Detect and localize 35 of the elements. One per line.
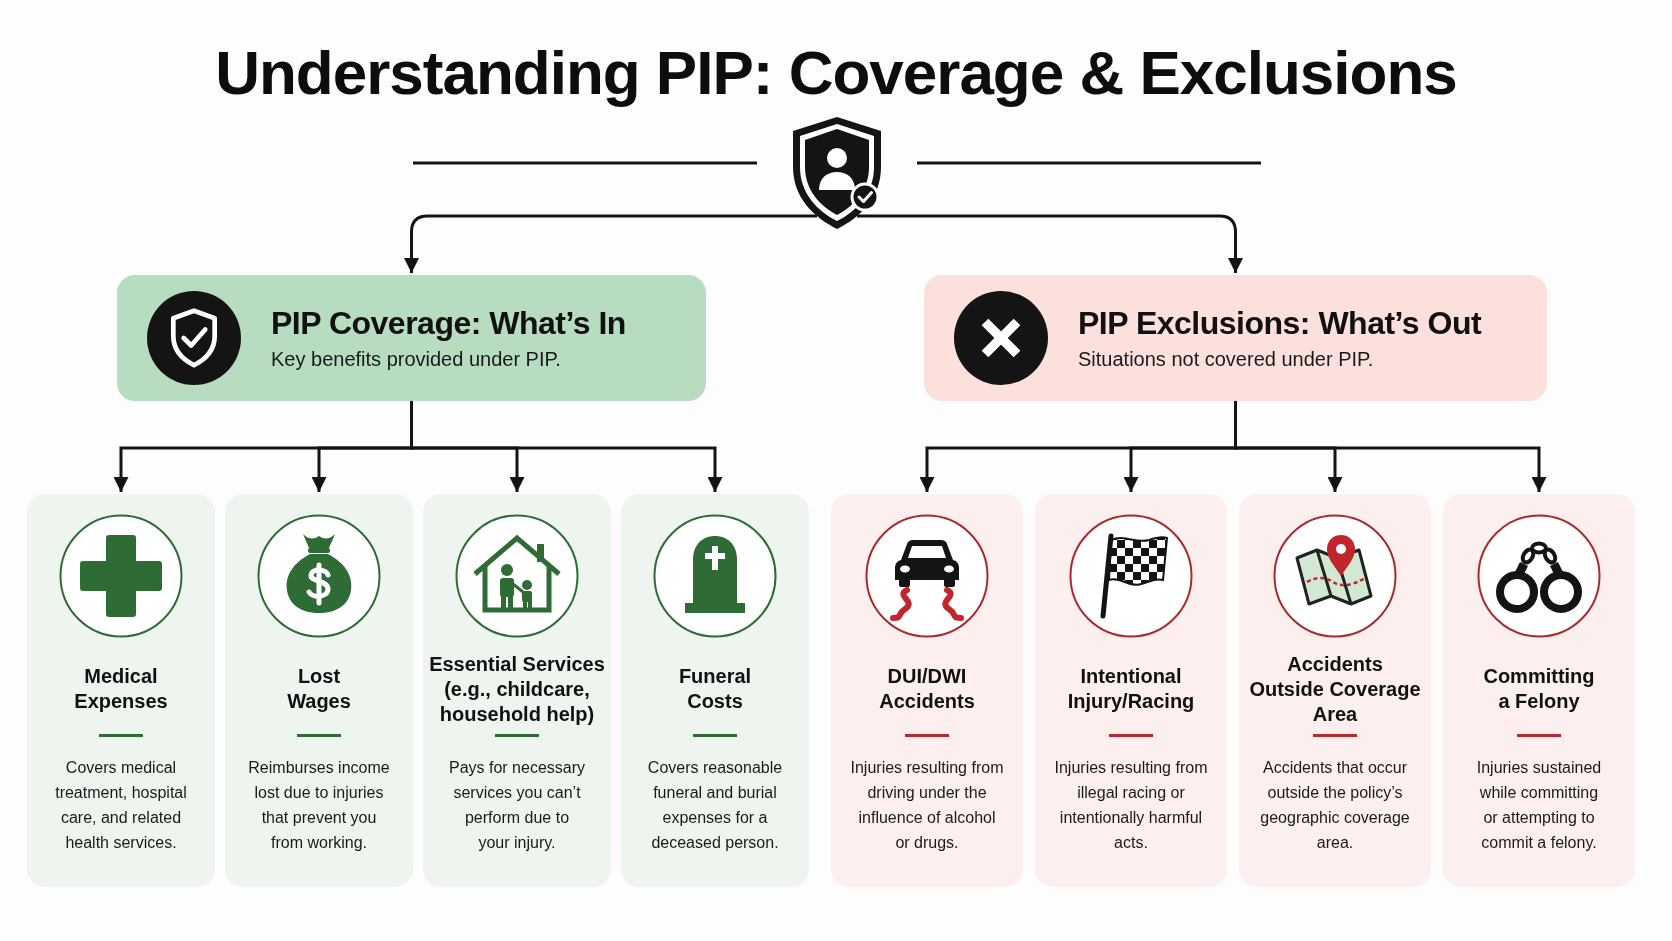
card-description: Injuries resulting from driving under the influence of alcohol or drugs. (850, 758, 1004, 853)
info-card (27, 494, 215, 887)
category-header (117, 275, 706, 401)
header-title: PIP Coverage: What’s In (271, 304, 626, 342)
card-title: Funeral Costs (677, 664, 753, 714)
card-description: Covers reasonable funeral and burial expenses for a deceased person. (646, 758, 784, 853)
info-card (831, 494, 1023, 887)
card-description: Covers medical treatment, hospital care, and related health services. (54, 758, 188, 853)
card-title: Lost Wages (286, 664, 352, 714)
card-description: Pays for necessary services you can’t perform due to your injury. (447, 758, 587, 853)
header-subtitle: Key benefits provided under PIP. (271, 347, 562, 372)
info-card (621, 494, 809, 887)
card-description: Accidents that occur outside the policy’s geographic coverage area. (1259, 758, 1411, 853)
info-card (1443, 494, 1635, 887)
card-title: Medical Expenses (73, 664, 169, 714)
card-description: Injuries sustained while committing or attempting to commit a felony. (1475, 758, 1603, 853)
card-title: Accidents Outside Coverage Area (1248, 651, 1422, 727)
arrow (1234, 401, 1547, 492)
card-title: Intentional Injury/Racing (1066, 664, 1196, 714)
card-title: Committing a Felony (1482, 664, 1596, 714)
info-card (225, 494, 413, 887)
info-card (1035, 494, 1227, 887)
arrow (410, 401, 723, 492)
info-card (423, 494, 611, 887)
arrow (404, 214, 817, 273)
card-description: Reimburses income lost due to injuries that prevent you from working. (247, 758, 391, 853)
card-title: Essential Services (e.g., childcare, household help) (428, 651, 606, 727)
title: Understanding PIP: Coverage & Exclusions (215, 37, 1457, 109)
header-subtitle: Situations not covered under PIP. (1078, 347, 1375, 372)
card-description: Injuries resulting from illegal racing or intentionally harmful acts. (1054, 758, 1208, 853)
category-header (924, 275, 1547, 401)
card-title: DUI/DWI Accidents (878, 664, 976, 714)
info-card (1239, 494, 1431, 887)
arrow (857, 214, 1243, 273)
header-title: PIP Exclusions: What’s Out (1078, 304, 1482, 342)
